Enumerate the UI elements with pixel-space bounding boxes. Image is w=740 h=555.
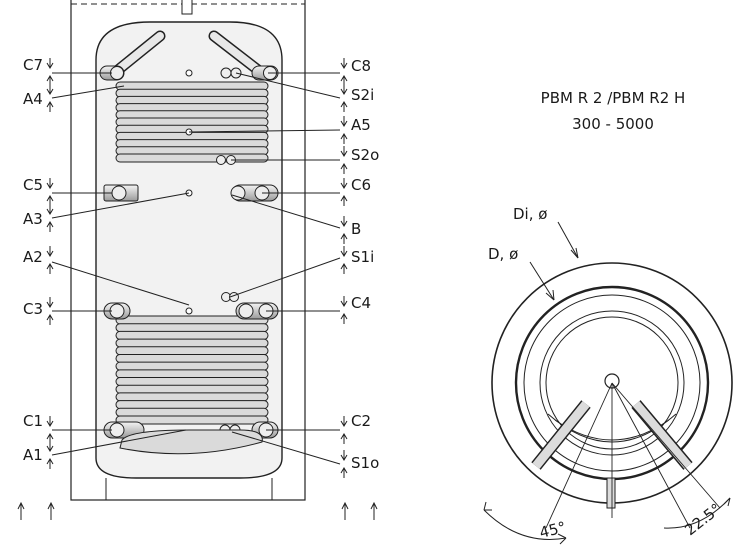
arrow-mark	[46, 178, 54, 189]
product-title-line1: PBM R 2 /PBM R2 H	[541, 89, 686, 107]
upper-heat-exchanger-coil	[115, 81, 269, 163]
tank-elevation	[17, 0, 378, 520]
lower-coil-winding	[115, 392, 269, 402]
arrow-mark	[46, 458, 54, 469]
arrow-mark	[340, 296, 348, 307]
lower-coil-winding	[115, 330, 269, 340]
label-s2i: S2i	[351, 86, 374, 104]
arrow-mark	[46, 263, 54, 274]
top-diagonal-pipes	[112, 30, 264, 76]
label-c2: C2	[351, 412, 371, 430]
lower-coil-winding	[115, 384, 269, 394]
top-connection	[181, 0, 193, 15]
label-a3: A3	[23, 210, 43, 228]
arrow-mark	[46, 416, 54, 427]
arrow-mark	[340, 246, 348, 257]
label-s1i: S1i	[351, 248, 374, 266]
arrow-mark	[340, 195, 348, 206]
arrow-mark	[46, 221, 54, 232]
lower-coil-winding	[115, 377, 269, 387]
lower-coil-winding	[115, 415, 269, 425]
arrow-mark	[46, 58, 54, 69]
arrow-mark	[46, 314, 54, 325]
arrow-mark	[340, 233, 348, 244]
arrow-mark	[46, 204, 54, 215]
label-s1o: S1o	[351, 454, 379, 472]
arrow-mark	[340, 116, 348, 127]
labels-right: C8 S2i A5 S2o C6 B S1i C4 C2 S1o	[351, 57, 379, 472]
arrow-mark	[340, 146, 348, 157]
label-b: B	[351, 220, 361, 238]
lower-coil-winding	[115, 400, 269, 410]
connection-stubs	[99, 65, 279, 455]
lower-coil-winding	[115, 361, 269, 371]
lower-coil-winding	[115, 323, 269, 333]
arrow-mark	[340, 450, 348, 461]
label-a4: A4	[23, 90, 43, 108]
d-leader	[529, 261, 555, 301]
label-s2o: S2o	[351, 146, 379, 164]
leader-lines	[51, 72, 341, 465]
label-c3: C3	[23, 300, 43, 318]
label-angle-22-5: 22.5°	[681, 500, 724, 539]
arrow-mark	[340, 416, 348, 427]
ground-arrows	[17, 501, 378, 520]
arrow-mark	[46, 246, 54, 257]
arrow-mark	[340, 58, 348, 69]
lower-coil-winding	[115, 353, 269, 363]
labels-left: C7 A4 C5 A3 A2 C3 C1 A1	[23, 56, 43, 464]
arrow-mark	[340, 263, 348, 274]
arrow-mark	[46, 441, 54, 452]
product-title-line2: 300 - 5000	[572, 115, 654, 133]
lower-coil-winding	[115, 369, 269, 379]
lower-coil-winding	[115, 338, 269, 348]
arrow-mark	[340, 101, 348, 112]
arrow-mark	[340, 216, 348, 227]
label-a1: A1	[23, 446, 43, 464]
lower-coil-winding	[115, 407, 269, 417]
label-c7: C7	[23, 56, 43, 74]
di-leader	[557, 221, 579, 259]
arrow-mark	[340, 84, 348, 95]
label-a5: A5	[351, 116, 371, 134]
arrow-mark	[340, 433, 348, 444]
label-c8: C8	[351, 57, 371, 75]
label-c6: C6	[351, 176, 371, 194]
label-angle-45: 45°	[538, 518, 568, 542]
arrow-mark	[46, 84, 54, 95]
arrow-mark	[340, 467, 348, 478]
arrow-mark	[46, 297, 54, 308]
label-c4: C4	[351, 294, 371, 312]
label-inner-diameter: Di, ø	[513, 205, 547, 223]
dimension-arrows	[46, 58, 348, 478]
lower-coil-winding	[115, 346, 269, 356]
product-title: PBM R 2 /PBM R2 H 300 - 5000	[541, 89, 686, 133]
label-outer-diameter: D, ø	[488, 245, 518, 263]
tank-plan-view: Di, ø D, ø 45° 22.5°	[483, 205, 733, 545]
arrow-mark	[340, 313, 348, 324]
arrow-mark	[46, 101, 54, 112]
upper-coil-winding	[115, 153, 269, 163]
arrow-mark	[340, 163, 348, 174]
lower-heat-exchanger-coil	[115, 315, 269, 425]
label-c1: C1	[23, 412, 43, 430]
arrow-mark	[340, 178, 348, 189]
label-a2: A2	[23, 248, 43, 266]
arrow-mark	[340, 133, 348, 144]
label-c5: C5	[23, 176, 43, 194]
